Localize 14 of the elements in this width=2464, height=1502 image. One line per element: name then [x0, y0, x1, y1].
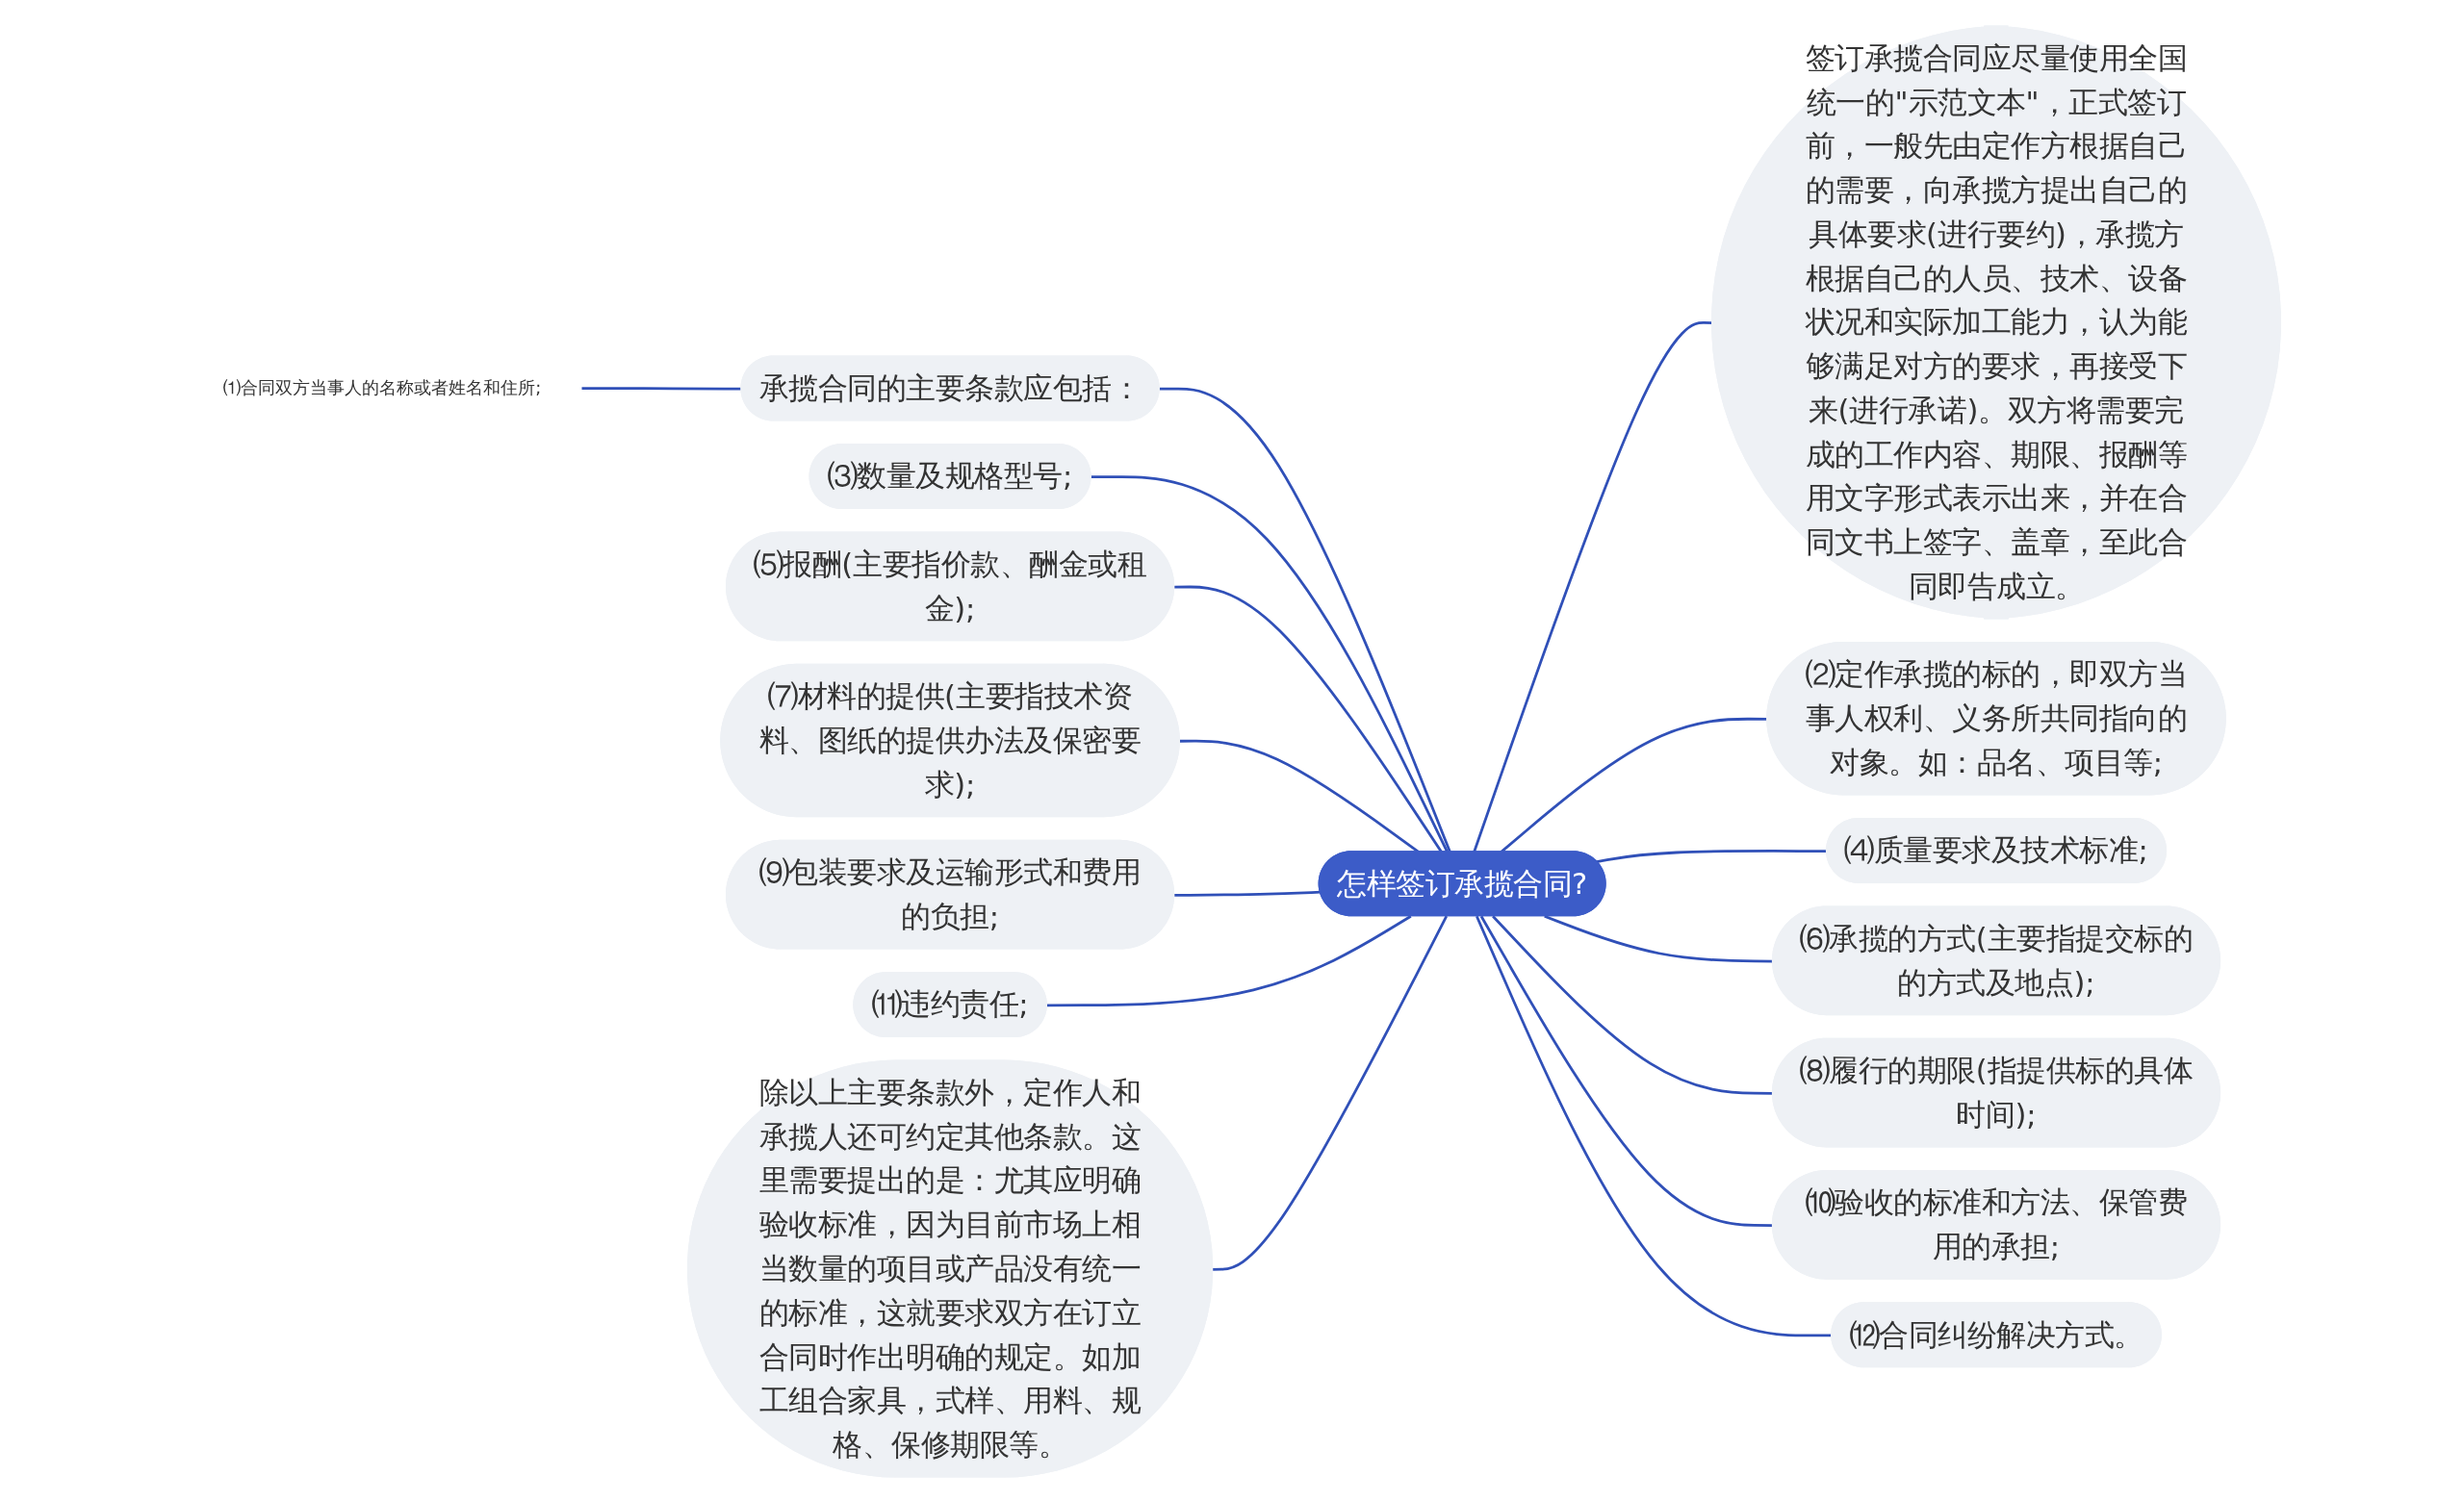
connector — [1492, 914, 1774, 1095]
connector — [1473, 320, 1713, 853]
node-text: ⑴合同双方当事人的名称或者姓名和住所; — [223, 377, 542, 398]
connector — [1047, 914, 1412, 1006]
connector — [1476, 915, 1833, 1337]
connector — [1213, 915, 1449, 1271]
connector — [581, 386, 743, 391]
connector — [1544, 914, 1774, 962]
connector — [1174, 585, 1444, 853]
connector — [1091, 474, 1450, 853]
connector — [1174, 890, 1322, 897]
connector — [1597, 849, 1828, 863]
connector — [1160, 387, 1452, 853]
connector — [1480, 915, 1774, 1227]
